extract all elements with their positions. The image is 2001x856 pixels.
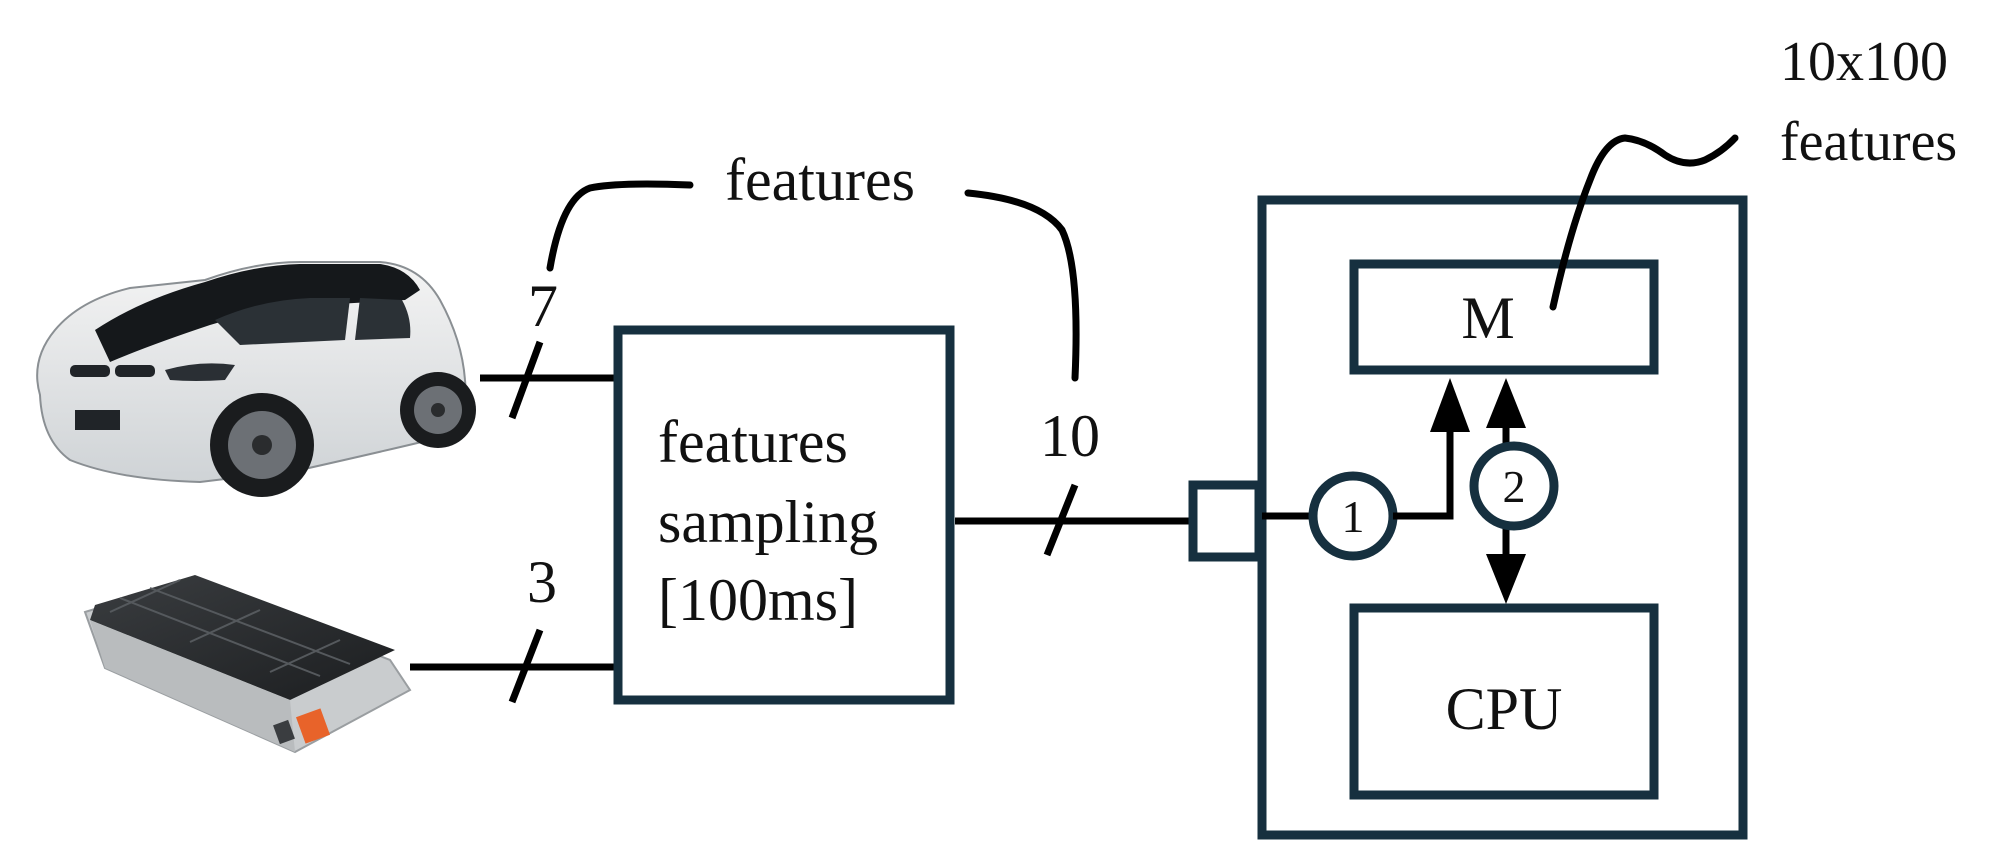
features-bus-label: features <box>725 147 915 213</box>
memory-up-arrowhead <box>1486 378 1526 428</box>
sampler-label-line1: features <box>658 409 848 475</box>
sampler-label-line3: [100ms] <box>658 567 858 633</box>
memory-size-pointer <box>1549 134 1739 311</box>
memory-label: M <box>1461 285 1514 351</box>
car-bus-slash <box>508 340 544 420</box>
cpu-label: CPU <box>1446 676 1563 742</box>
electric-car-icon <box>36 261 476 497</box>
memory-size-line2: features <box>1780 111 1957 173</box>
battery-bus-slash <box>508 628 544 704</box>
output-bus-slash <box>1043 483 1079 557</box>
features-brace-left <box>546 180 694 272</box>
battery-bus-width-label: 3 <box>527 549 557 615</box>
feature-sampling-block <box>613 325 955 705</box>
features-brace-right <box>964 189 1080 382</box>
memory-size-line1: 10x100 <box>1780 31 1948 93</box>
step1-to-memory-line <box>1393 420 1454 520</box>
memory-block <box>1349 259 1659 375</box>
cpu-block <box>1349 603 1659 800</box>
step-2-label: 2 <box>1503 461 1526 512</box>
cpu-down-arrowhead <box>1486 554 1526 604</box>
car-bus-width-label: 7 <box>528 273 558 339</box>
step-1-label: 1 <box>1342 491 1365 542</box>
device-port <box>1188 480 1264 562</box>
step-2-marker <box>1469 441 1559 531</box>
sampler-label-line2: sampling <box>658 489 878 555</box>
battery-pack-icon <box>83 575 412 754</box>
memory-arrowhead <box>1430 378 1470 432</box>
output-bus-width-label: 10 <box>1040 403 1100 469</box>
